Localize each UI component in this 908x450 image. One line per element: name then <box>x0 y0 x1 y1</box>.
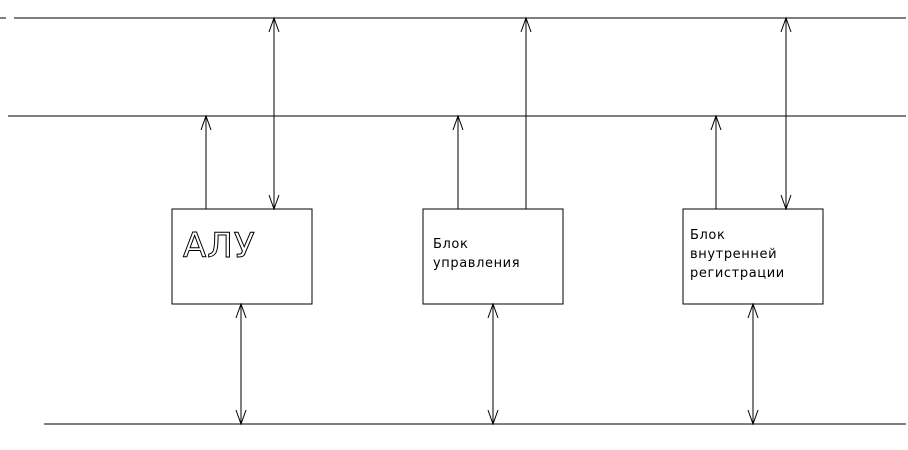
control-label-line-2: управления <box>433 256 520 271</box>
registers-block <box>682 208 824 305</box>
alu-to-bottom-bus-double-arrow <box>235 302 247 426</box>
registers-to-middle-bus-arrow <box>710 114 722 209</box>
registers-label-line-2: внутренней <box>690 247 777 262</box>
control-to-top-bus-arrow <box>520 16 532 209</box>
registers-label-line-3: регистрации <box>690 266 785 281</box>
alu-to-top-bus-double-arrow <box>268 16 280 211</box>
control-to-middle-bus-arrow <box>452 114 464 209</box>
registers-to-top-bus-double-arrow <box>780 16 792 211</box>
registers-to-bottom-bus-double-arrow <box>747 302 759 426</box>
registers-label-line-1: Блок <box>690 228 725 243</box>
control-to-bottom-bus-double-arrow <box>487 302 499 426</box>
alu-block <box>171 208 313 305</box>
alu-to-middle-bus-arrow <box>200 114 212 209</box>
alu-label: АЛУ <box>183 226 256 266</box>
control-label-line-1: Блок <box>433 237 468 252</box>
